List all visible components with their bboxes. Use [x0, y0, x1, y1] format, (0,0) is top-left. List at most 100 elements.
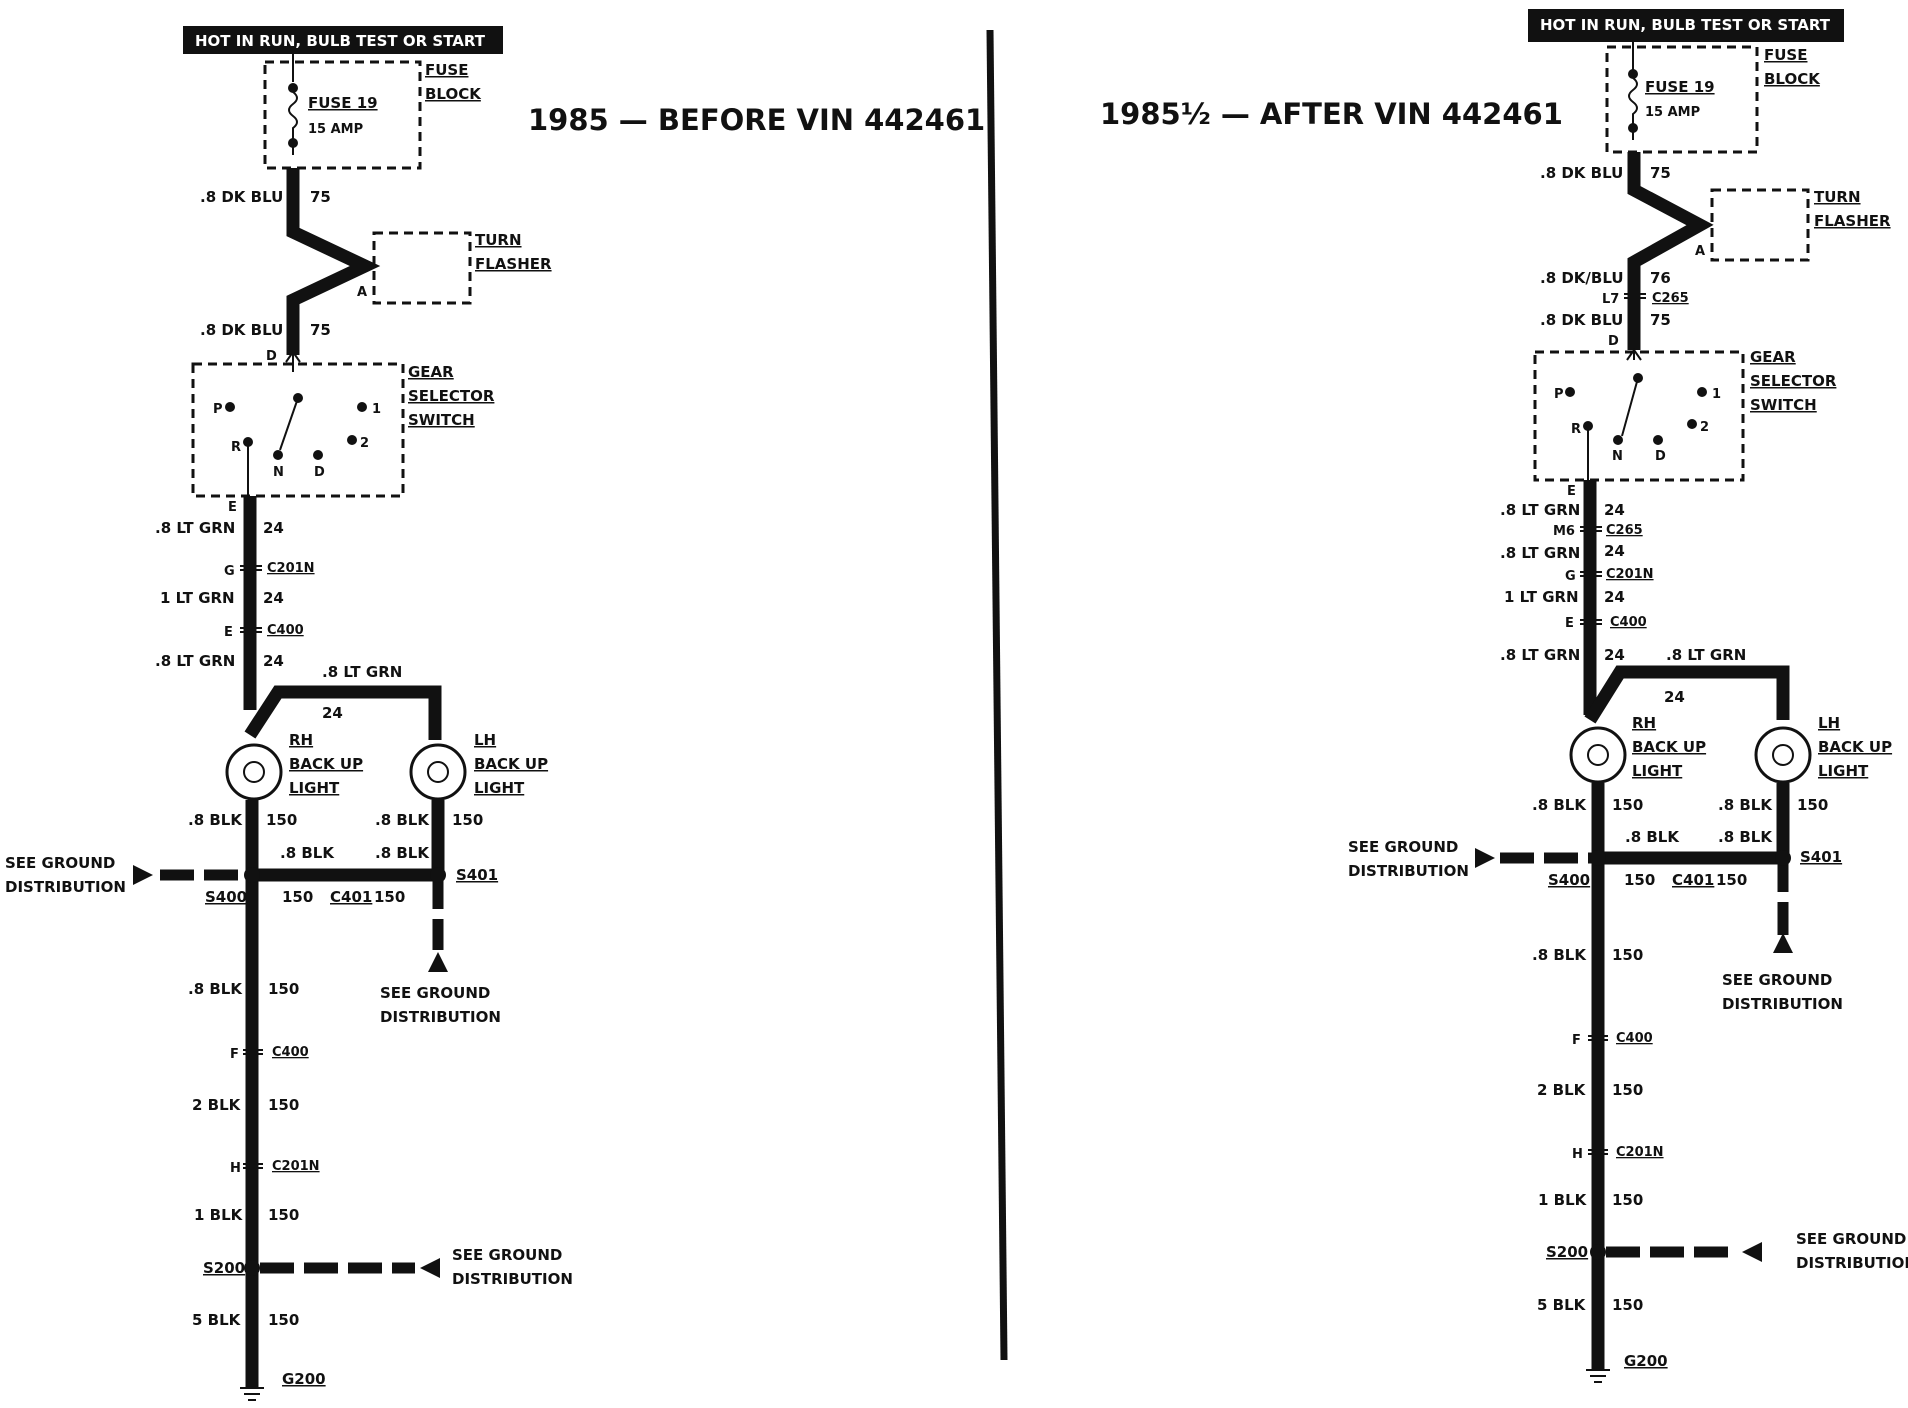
- left-wire-lt-grn-1: .8 LT GRN: [155, 519, 235, 537]
- left-pos-2: 2: [360, 436, 369, 451]
- right-splice-s401: [1775, 850, 1791, 866]
- right-circuit-24-2: 24: [1604, 542, 1625, 560]
- left-wire-lt-grn-2: .8 LT GRN: [155, 652, 235, 670]
- right-fuse-symbol: [1628, 42, 1638, 140]
- left-circuit-150-3: 150: [282, 888, 313, 906]
- right-ground-arrow-left: [1475, 848, 1495, 868]
- left-wire-1-blk: 1 BLK: [194, 1206, 244, 1224]
- right-circuit-150-3: 150: [1624, 871, 1655, 889]
- right-s401: S401: [1800, 848, 1842, 866]
- right-circuit-24-1: 24: [1604, 501, 1625, 519]
- left-connector-c201n: [240, 565, 262, 571]
- left-circuit-24-1: 24: [263, 519, 284, 537]
- right-fuse-dot: [1628, 123, 1638, 133]
- left-splice-s200: [244, 1260, 260, 1276]
- left-ground-arrow-up: [428, 952, 448, 972]
- left-lh-filament: [427, 761, 449, 783]
- right-c400-1: C400: [1610, 615, 1647, 630]
- left-wire-24-branch: [244, 685, 442, 740]
- right-wire-lt-grn-3: .8 LT GRN: [1500, 646, 1580, 664]
- right-pin-l7: L7: [1602, 292, 1619, 307]
- right-power-banner: [1528, 9, 1844, 42]
- right-lh-filament: [1772, 744, 1794, 766]
- left-pin-a: A: [357, 285, 367, 300]
- left-c401: C401: [330, 888, 372, 906]
- right-circuit-24-3: 24: [1604, 588, 1625, 606]
- left-wire-blk-2: .8 BLK: [375, 811, 430, 829]
- left-switch-arm: [279, 397, 299, 451]
- left-turn-flasher: [372, 231, 472, 305]
- left-title: 1985 — BEFORE VIN 442461: [528, 103, 985, 137]
- left-power-banner-text: HOT IN RUN, BULB TEST OR START: [195, 32, 486, 50]
- right-wire-blk-4: .8 BLK: [1718, 828, 1773, 846]
- right-diagram: 1985½ — AFTER VIN 442461 HOT IN RUN, BUL…: [1100, 9, 1908, 1383]
- left-s400: S400: [205, 888, 247, 906]
- right-splice-s400: [1590, 850, 1606, 866]
- right-c201n-2: C201N: [1616, 1145, 1664, 1160]
- left-fuse-symbol: [288, 54, 298, 155]
- left-circuit-75-2: 75: [310, 321, 331, 339]
- right-circuit-150-5: 150: [1612, 946, 1643, 964]
- left-c201n-2: C201N: [272, 1159, 320, 1174]
- left-circuit-150-5: 150: [268, 980, 299, 998]
- left-c201n-1: C201N: [267, 561, 315, 576]
- left-wire-2-blk: 2 BLK: [192, 1096, 242, 1114]
- left-wire-75: [286, 168, 381, 355]
- right-fuse-name: FUSE 19: [1645, 78, 1715, 96]
- left-diagram: 1985 — BEFORE VIN 442461 HOT IN RUN, BUL…: [5, 26, 985, 1401]
- left-connector-c400-2: [243, 1049, 263, 1055]
- left-pos-d: D: [314, 465, 325, 480]
- right-switch-input: [1626, 348, 1642, 361]
- left-fuse-rating: 15 AMP: [308, 122, 363, 137]
- left-pin-h: H: [230, 1161, 241, 1176]
- left-pos-p: P: [213, 402, 223, 417]
- right-wire-lt-grn-1: .8 LT GRN: [1500, 501, 1580, 519]
- right-pin-f: F: [1572, 1033, 1581, 1048]
- left-circuit-75-1: 75: [310, 188, 331, 206]
- left-s401: S401: [456, 866, 498, 884]
- left-rh-filament: [243, 761, 265, 783]
- right-pin-m6: M6: [1553, 524, 1575, 539]
- right-c265-2: C265: [1606, 523, 1643, 538]
- right-switch-arm: [1621, 377, 1639, 437]
- left-s200: S200: [203, 1259, 245, 1277]
- right-circuit-150-6: 150: [1612, 1081, 1643, 1099]
- left-circuit-150-1: 150: [266, 811, 297, 829]
- right-turn-flasher: [1710, 188, 1810, 262]
- right-c401: C401: [1672, 871, 1714, 889]
- right-fuse-rating: 15 AMP: [1645, 105, 1700, 120]
- left-g200: G200: [282, 1370, 326, 1388]
- right-pin-e2: E: [1565, 616, 1574, 631]
- right-wire-dk-blu-slash: .8 DK/BLU: [1540, 269, 1624, 287]
- right-fuse-block: [1605, 45, 1759, 154]
- left-power-banner: [183, 26, 503, 54]
- right-connector-c400: [1580, 619, 1602, 625]
- right-rh-backup-light: [1569, 726, 1627, 784]
- left-switch-input: [285, 350, 301, 372]
- left-pos-1: 1: [372, 402, 381, 417]
- right-circuit-24-5: 24: [1664, 688, 1685, 706]
- left-circuit-150-2: 150: [452, 811, 483, 829]
- right-gear-selector-switch: [1533, 350, 1745, 482]
- left-wire-blk-1: .8 BLK: [188, 811, 243, 829]
- right-ground-symbol: [1586, 1369, 1610, 1383]
- left-pos-n: N: [273, 465, 284, 480]
- right-circuit-75-1: 75: [1650, 164, 1671, 182]
- right-connector-c265: [1624, 293, 1646, 299]
- left-gear-selector-switch: [191, 362, 405, 498]
- left-connector-c201n-2: [243, 1163, 263, 1169]
- right-circuit-150-7: 150: [1612, 1191, 1643, 1209]
- left-wire-5-blk: 5 BLK: [192, 1311, 242, 1329]
- left-wire-dk-blu-2: .8 DK BLU: [200, 321, 283, 339]
- right-wire-blk-1: .8 BLK: [1532, 796, 1587, 814]
- right-circuit-75-3: 75: [1650, 311, 1671, 329]
- right-connector-c201n: [1580, 571, 1602, 577]
- right-wire-dk-blu-2: .8 DK BLU: [1540, 311, 1623, 329]
